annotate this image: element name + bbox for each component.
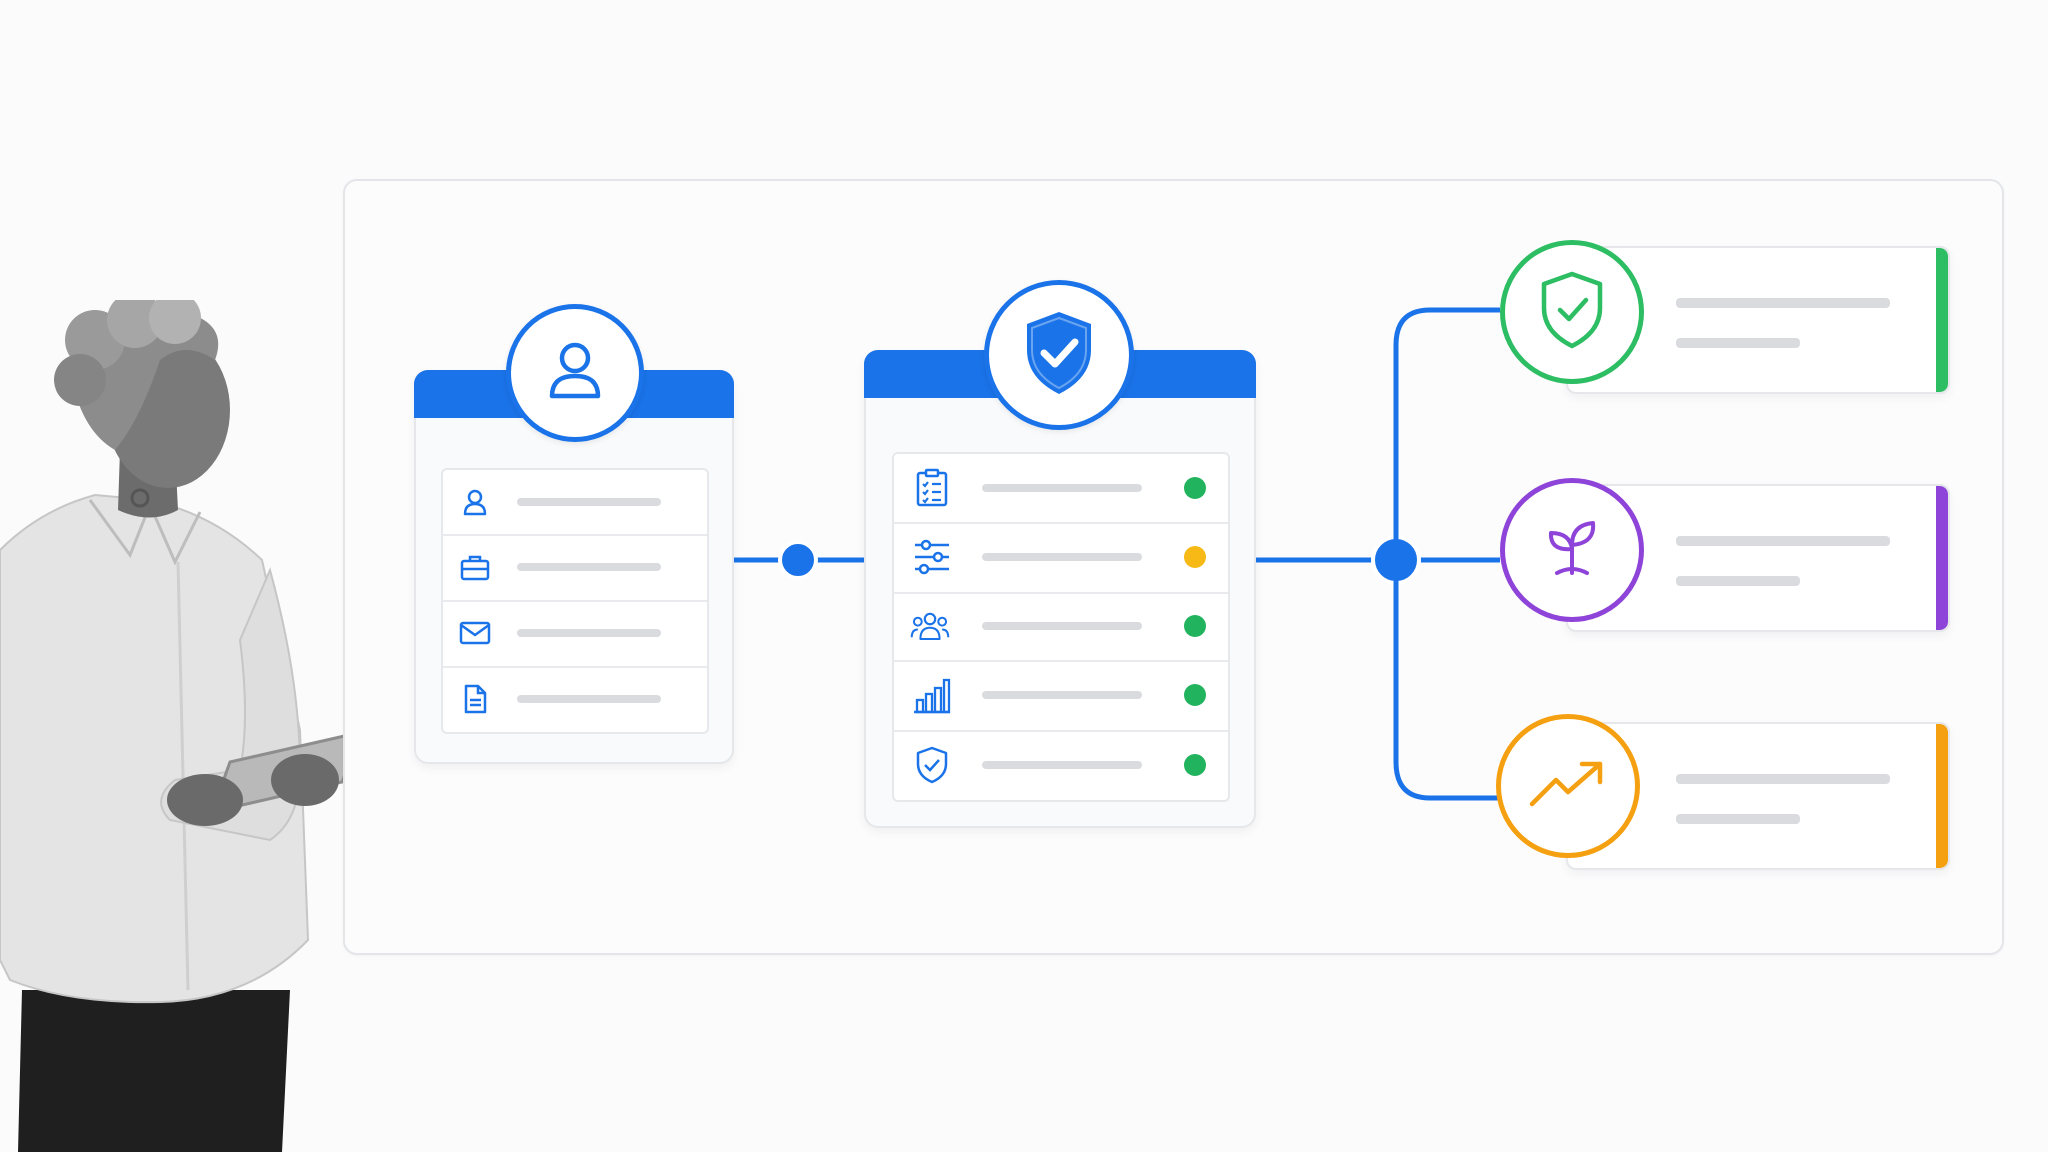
profile-badge: [506, 304, 644, 442]
bar-chart-icon: [912, 675, 952, 715]
trending-up-icon: [1528, 756, 1608, 817]
list-item: [443, 600, 707, 668]
verification-check-list: [892, 452, 1230, 802]
outcome-card-trend: [1566, 722, 1950, 870]
outcome-badge-security: [1500, 240, 1644, 384]
outcome-accent-bar: [1936, 248, 1948, 392]
placeholder-line: [1676, 814, 1800, 824]
placeholder-line: [982, 761, 1142, 769]
list-item: [894, 730, 1228, 800]
list-item: [894, 454, 1228, 524]
list-item: [443, 666, 707, 732]
placeholder-line: [1676, 576, 1800, 586]
placeholder-line: [517, 695, 661, 703]
profile-card: [414, 370, 734, 764]
list-item: [443, 470, 707, 536]
placeholder-line: [517, 563, 661, 571]
shield-check-icon: [1019, 308, 1099, 403]
sprout-icon: [1537, 513, 1607, 588]
shield-check-icon: [912, 745, 952, 785]
clipboard-checklist-icon: [912, 468, 952, 508]
status-dot-green: [1184, 754, 1206, 776]
list-item: [894, 660, 1228, 732]
placeholder-line: [1676, 338, 1800, 348]
user-icon: [540, 336, 610, 411]
placeholder-line: [1676, 536, 1890, 546]
person-holding-tablet-illustration: [0, 300, 365, 1152]
outcome-badge-trend: [1496, 714, 1640, 858]
verification-card: [864, 350, 1256, 828]
list-item: [894, 592, 1228, 662]
list-item: [894, 522, 1228, 594]
status-dot-green: [1184, 615, 1206, 637]
outcome-accent-bar: [1936, 724, 1948, 868]
verification-badge: [984, 280, 1134, 430]
outcome-accent-bar: [1936, 486, 1948, 630]
list-item: [443, 534, 707, 602]
placeholder-line: [1676, 298, 1890, 308]
status-dot-green: [1184, 477, 1206, 499]
status-dot-green: [1184, 684, 1206, 706]
user-icon: [455, 482, 495, 522]
shield-check-icon: [1536, 270, 1608, 355]
users-group-icon: [910, 606, 950, 646]
briefcase-icon: [455, 547, 495, 587]
placeholder-line: [517, 629, 661, 637]
placeholder-line: [982, 622, 1142, 630]
placeholder-line: [1676, 774, 1890, 784]
mail-icon: [455, 613, 495, 653]
placeholder-line: [982, 691, 1142, 699]
status-dot-yellow: [1184, 546, 1206, 568]
placeholder-line: [982, 484, 1142, 492]
profile-field-list: [441, 468, 709, 734]
document-icon: [455, 679, 495, 719]
sliders-icon: [912, 537, 952, 577]
placeholder-line: [517, 498, 661, 506]
outcome-badge-growth: [1500, 478, 1644, 622]
placeholder-line: [982, 553, 1142, 561]
